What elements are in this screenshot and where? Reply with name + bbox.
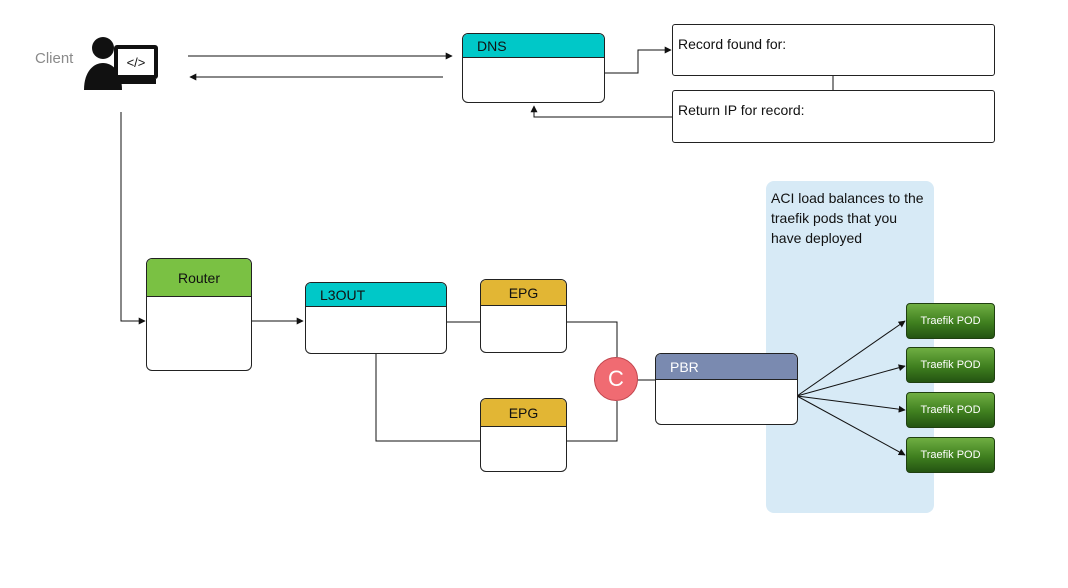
l3out-header: L3OUT	[306, 283, 446, 307]
epg-bottom-node[interactable]: EPG	[480, 398, 567, 472]
epg-top-node[interactable]: EPG	[480, 279, 567, 353]
dns-to-record-arrow	[604, 46, 672, 74]
epg-bottom-to-contract-line	[567, 401, 618, 442]
epg-top-to-contract-line	[567, 321, 618, 357]
pbr-to-pod-3-arrow	[796, 395, 906, 413]
traefik-pod-3[interactable]: Traefik POD	[906, 392, 995, 428]
pbr-to-pod-2-arrow	[796, 364, 906, 397]
pbr-header: PBR	[656, 354, 797, 380]
return-to-dns-arrow	[530, 105, 672, 118]
traefik-pod-4[interactable]: Traefik POD	[906, 437, 995, 473]
router-node[interactable]: Router	[146, 258, 252, 371]
record-found-box[interactable]: Record found for:	[672, 24, 995, 76]
client-screen-glyph: </>	[127, 55, 146, 70]
client-to-router-arrow	[120, 112, 146, 325]
pbr-to-pod-1-arrow	[796, 320, 906, 397]
client-label: Client	[35, 50, 74, 67]
traefik-pod-2[interactable]: Traefik POD	[906, 347, 995, 383]
epg-top-header: EPG	[481, 280, 566, 306]
return-ip-box[interactable]: Return IP for record:	[672, 90, 995, 143]
dns-node[interactable]: DNS	[462, 33, 605, 103]
client-user-icon: </>	[84, 37, 158, 90]
load-balancing-note: ACI load balances to the traefik pods th…	[771, 190, 924, 246]
traefik-pod-1[interactable]: Traefik POD	[906, 303, 995, 339]
pbr-to-pod-4-arrow	[796, 395, 906, 456]
pbr-node[interactable]: PBR	[655, 353, 798, 425]
contract-node[interactable]: C	[594, 357, 638, 401]
l3out-to-epg-bottom-line	[375, 353, 480, 442]
dns-header: DNS	[463, 34, 604, 58]
router-header: Router	[147, 259, 251, 297]
l3out-node[interactable]: L3OUT	[305, 282, 447, 354]
epg-bottom-header: EPG	[481, 399, 566, 427]
